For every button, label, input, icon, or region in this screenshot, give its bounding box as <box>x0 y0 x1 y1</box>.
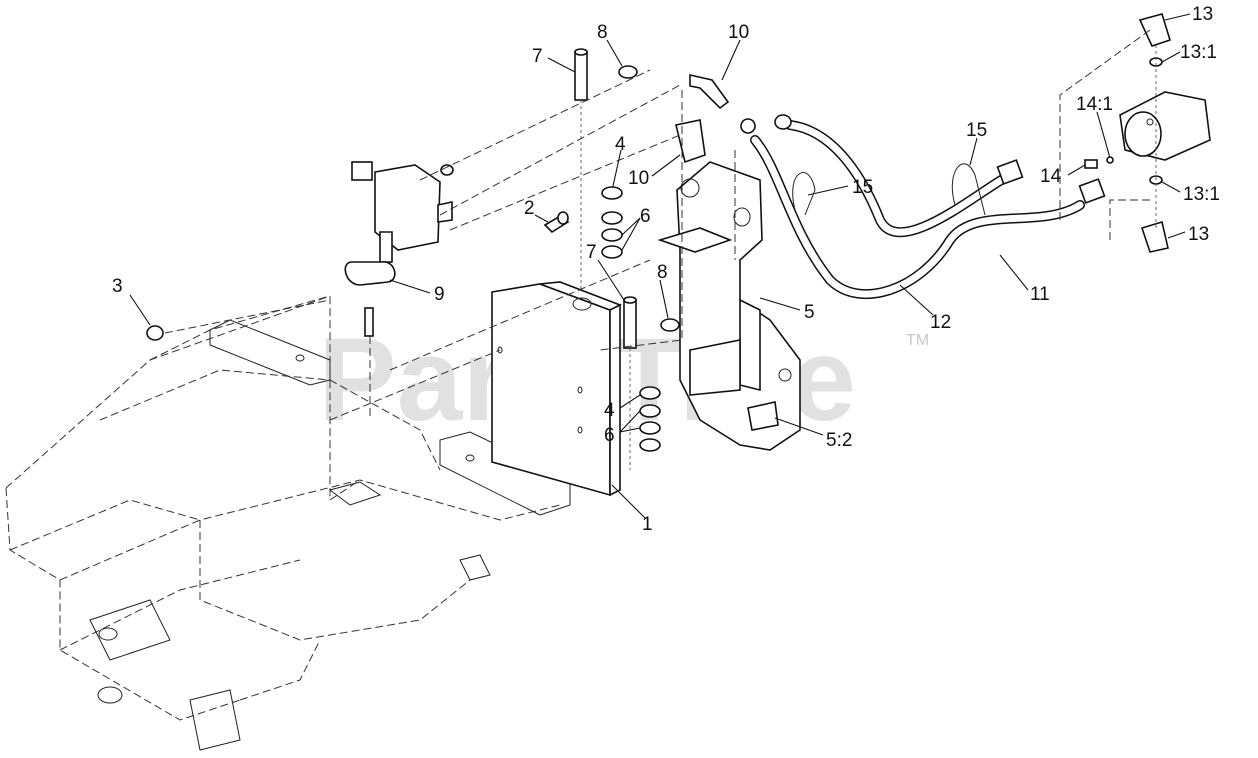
hydraulic-valve <box>351 161 454 263</box>
callout-8-top: 8 <box>597 22 608 43</box>
callout-14-1: 14:1 <box>1076 94 1113 115</box>
callout-8-mid: 8 <box>657 262 668 283</box>
callout-13-top: 13 <box>1192 4 1213 25</box>
hydraulic-pump <box>1119 91 1211 161</box>
callout-6-bottom: 6 <box>604 425 615 446</box>
callout-5: 5 <box>804 302 815 323</box>
callout-7-top: 7 <box>532 46 543 67</box>
callout-6-top: 6 <box>640 206 651 227</box>
assembly-lines <box>164 29 1157 470</box>
watermark-trademark: TM <box>906 332 929 349</box>
callout-labels: 13 13:1 10 8 7 14:1 15 4 10 6 15 14 13:1… <box>112 4 1220 535</box>
callout-7-mid: 7 <box>586 242 597 263</box>
callout-12: 12 <box>930 312 951 333</box>
callout-5-2: 5:2 <box>826 430 852 451</box>
callout-10-mid: 10 <box>628 168 649 189</box>
callout-15-mid: 15 <box>852 177 873 198</box>
callout-10-top: 10 <box>728 22 749 43</box>
mower-frame <box>5 295 571 751</box>
callout-14: 14 <box>1040 166 1062 187</box>
callout-13-bottom: 13 <box>1188 224 1209 245</box>
callout-1: 1 <box>642 514 653 535</box>
hitch-bracket <box>657 161 801 451</box>
callout-9: 9 <box>434 284 445 305</box>
callout-4-top: 4 <box>615 134 626 155</box>
callout-11: 11 <box>1030 284 1050 305</box>
callout-13-1-top: 13:1 <box>1180 42 1217 63</box>
hose-clamps <box>792 163 986 216</box>
hoses <box>740 114 1106 300</box>
callout-13-1-bottom: 13:1 <box>1183 184 1220 205</box>
leader-lines <box>129 13 1191 519</box>
callout-4-bottom: 4 <box>604 400 615 421</box>
callout-3: 3 <box>112 276 123 297</box>
callout-15-top: 15 <box>966 120 987 141</box>
mount-plate <box>491 281 622 497</box>
callout-2: 2 <box>524 198 535 219</box>
